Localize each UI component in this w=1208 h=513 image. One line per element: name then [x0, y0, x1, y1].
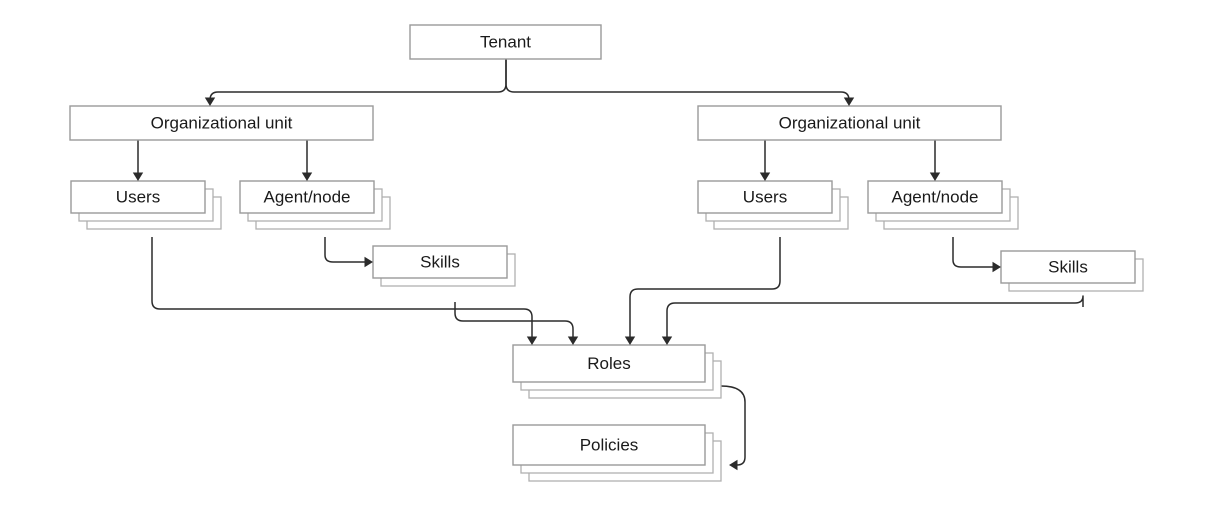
arrowhead-head-ou-left — [204, 97, 216, 106]
node-skills-right[interactable]: Skills — [1000, 250, 1144, 292]
node-agent-right[interactable]: Agent/node — [867, 180, 1019, 230]
arrowhead-head-roles-3 — [624, 336, 636, 345]
node-label-agent-right: Agent/node — [892, 187, 979, 206]
node-card-front — [239, 180, 375, 214]
arrowhead-head-users-right — [759, 172, 771, 181]
arrowhead-head-roles-1 — [526, 336, 538, 345]
node-label-ou-right: Organizational unit — [779, 113, 921, 132]
node-label-roles: Roles — [587, 354, 630, 373]
node-tenant[interactable]: Tenant — [409, 24, 602, 60]
node-label-skills-left: Skills — [420, 252, 460, 271]
arrowheads-layer — [132, 97, 1001, 471]
edge-tenant-to-ou-right — [505, 59, 850, 101]
edge-agent-right-to-skills — [952, 237, 994, 268]
node-roles[interactable]: Roles — [512, 344, 722, 399]
node-policies[interactable]: Policies — [512, 424, 722, 482]
arrowhead-head-policies — [729, 459, 738, 471]
node-card-front — [70, 180, 206, 214]
arrowhead-head-roles-4 — [661, 336, 673, 345]
node-card-front — [697, 180, 833, 214]
node-card-front — [697, 105, 1002, 141]
node-label-tenant: Tenant — [480, 32, 531, 51]
arrowhead-head-ou-right — [843, 97, 855, 106]
node-agent-left[interactable]: Agent/node — [239, 180, 391, 230]
node-label-policies: Policies — [580, 435, 639, 454]
node-skills-left[interactable]: Skills — [372, 245, 516, 287]
node-card-front — [512, 344, 706, 383]
edge-roles-to-policies — [720, 385, 746, 466]
node-label-skills-right: Skills — [1048, 257, 1088, 276]
arrowhead-head-agent-left — [301, 172, 313, 181]
node-label-users-right: Users — [743, 187, 787, 206]
node-ou-left[interactable]: Organizational unit — [69, 105, 374, 141]
edges-layer — [137, 59, 1084, 466]
node-label-users-left: Users — [116, 187, 160, 206]
edge-users-left-to-roles — [151, 237, 533, 338]
edge-users-right-to-roles — [629, 237, 781, 338]
node-card-front — [69, 105, 374, 141]
arrowhead-head-agent-right — [929, 172, 941, 181]
node-users-right[interactable]: Users — [697, 180, 849, 230]
node-ou-right[interactable]: Organizational unit — [697, 105, 1002, 141]
node-users-left[interactable]: Users — [70, 180, 222, 230]
node-card-front — [512, 424, 706, 466]
arrowhead-head-users-left — [132, 172, 144, 181]
arrowhead-head-roles-2 — [567, 336, 579, 345]
edge-tenant-to-ou-left — [209, 59, 507, 101]
arrowhead-head-skills-right — [992, 261, 1001, 273]
edge-skills-right-to-roles — [666, 295, 1084, 338]
node-card-front — [867, 180, 1003, 214]
node-label-ou-left: Organizational unit — [151, 113, 293, 132]
edge-agent-left-to-skills — [324, 237, 366, 263]
node-card-front — [409, 24, 602, 60]
edge-skills-left-to-roles — [454, 302, 574, 338]
node-label-agent-left: Agent/node — [264, 187, 351, 206]
node-card-front — [1000, 250, 1136, 284]
arrowhead-head-skills-left — [364, 256, 373, 268]
node-card-front — [372, 245, 508, 279]
